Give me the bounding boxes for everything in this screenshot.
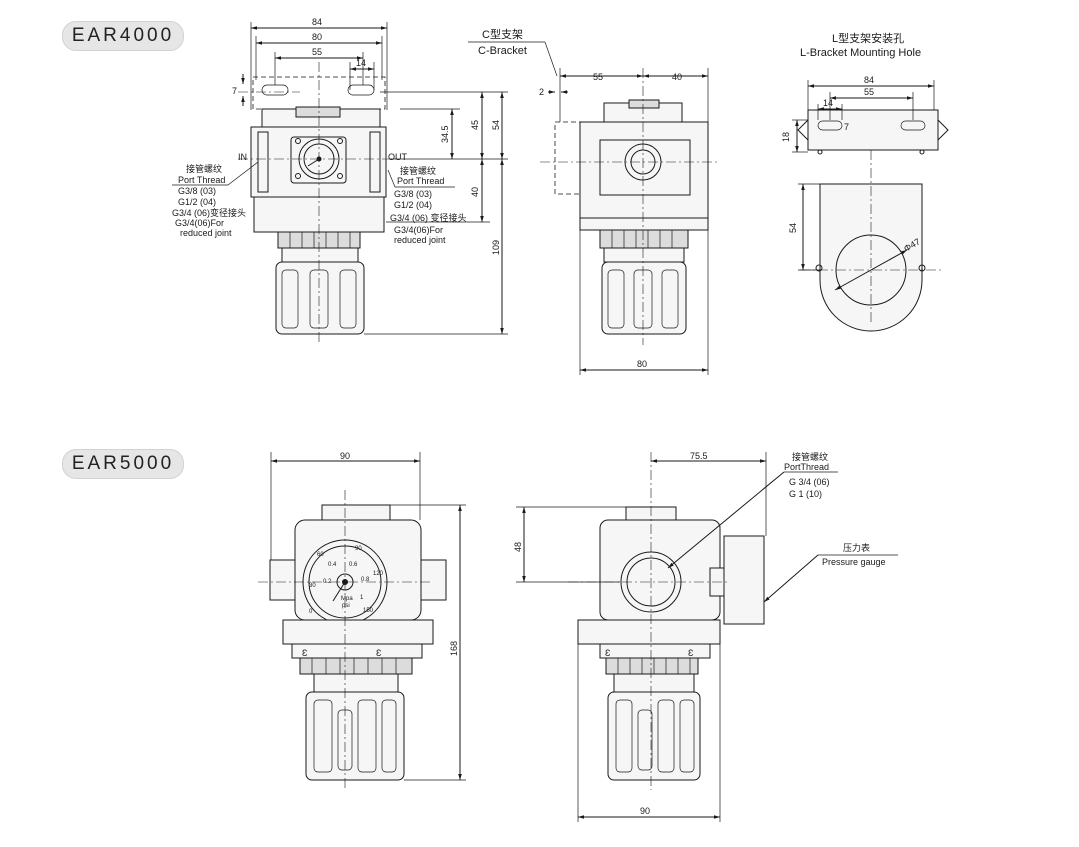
ear5000-side-view: Ɛ Ɛ <box>516 452 898 822</box>
dim-55: 55 <box>312 47 322 57</box>
dim-54: 54 <box>491 120 501 130</box>
dim-7: 7 <box>232 86 237 96</box>
label-port-thread-cn-left: 接管螺纹 <box>186 163 222 174</box>
c-bracket-title-en: C-Bracket <box>478 45 527 57</box>
dim-80: 80 <box>312 32 322 42</box>
label-port-thread-en-right: Port Thread <box>397 176 444 186</box>
l-bracket-title-en: L-Bracket Mounting Hole <box>800 47 921 59</box>
gauge-0-6: 0.6 <box>349 562 358 568</box>
svg-text:Ɛ: Ɛ <box>376 648 382 658</box>
gauge-1: 1 <box>360 595 364 601</box>
dim-45: 45 <box>470 120 480 130</box>
gauge-0-8: 0.8 <box>361 577 370 583</box>
ear5000-g34: G 3/4 (06) <box>789 477 830 487</box>
c-bracket-dim-80: 80 <box>637 359 647 369</box>
ear5000-gauge-en: Pressure gauge <box>822 557 886 567</box>
gauge-unit-mpa: Mpa <box>341 596 353 602</box>
label-in: IN <box>238 152 247 162</box>
ear5000-dim-75-5: 75.5 <box>690 451 708 461</box>
ear4000-front-view <box>172 22 508 345</box>
gauge-unit-psi: psi <box>342 603 350 609</box>
gauge-120: 120 <box>373 571 384 577</box>
dim-34-5: 34.5 <box>440 125 450 143</box>
label-reduced-left: reduced joint <box>180 228 232 238</box>
gauge-30: 30 <box>309 583 316 589</box>
l-bracket-dim-7: 7 <box>844 122 849 132</box>
gauge-90: 90 <box>355 546 362 552</box>
gauge-0-2: 0.2 <box>323 579 332 585</box>
ear5000-dim-168: 168 <box>449 641 459 656</box>
dim-14: 14 <box>356 58 366 68</box>
ear5000-port-thread-en: PortThread <box>784 462 829 472</box>
label-g34-right: G3/4 (06) 变径接头 <box>390 212 467 223</box>
l-bracket-dim-55: 55 <box>864 87 874 97</box>
ear5000-dim-90-bottom: 90 <box>640 806 650 816</box>
l-bracket-dim-14: 14 <box>823 98 833 108</box>
gauge-0-4: 0.4 <box>328 562 337 568</box>
label-g34-for-right: G3/4(06)For <box>394 225 443 235</box>
svg-text:Ɛ: Ɛ <box>688 648 694 658</box>
label-g12-left: G1/2 (04) <box>178 197 216 207</box>
ear5000-gauge-cn: 压力表 <box>843 542 870 553</box>
l-bracket-dim-54: 54 <box>788 223 798 233</box>
dim-40: 40 <box>470 187 480 197</box>
dim-109: 109 <box>491 240 501 255</box>
label-port-thread-en-left: Port Thread <box>178 175 225 185</box>
ear5000-dim-48: 48 <box>513 542 523 552</box>
l-bracket-dim-84: 84 <box>864 75 874 85</box>
ear5000-g1: G 1 (10) <box>789 489 822 499</box>
label-port-thread-cn-right: 接管螺纹 <box>400 165 436 176</box>
c-bracket-title-cn: C型支架 <box>482 27 523 41</box>
label-reduced-right: reduced joint <box>394 235 446 245</box>
label-g12-right: G1/2 (04) <box>394 200 432 210</box>
pressure-gauge-scale: 60 90 0.4 0.6 120 30 0.2 0.8 0 1 150 Mpa… <box>309 546 384 615</box>
svg-text:Ɛ: Ɛ <box>302 648 308 658</box>
dim-84: 84 <box>312 17 322 27</box>
label-g34-left: G3/4 (06)变径接头 <box>172 207 246 218</box>
model-badge-ear4000: EAR4000 <box>62 21 184 51</box>
model-badge-ear5000: EAR5000 <box>62 449 184 479</box>
gauge-0: 0 <box>309 609 313 615</box>
label-out: OUT <box>388 152 408 162</box>
l-bracket-view <box>792 80 949 332</box>
c-bracket-dim-40: 40 <box>672 72 682 82</box>
ear5000-dim-90-top: 90 <box>340 451 350 461</box>
c-bracket-view <box>468 41 720 375</box>
ear5000-front-view: Ɛ Ɛ <box>258 452 466 790</box>
ear5000-port-thread-cn: 接管螺纹 <box>792 451 828 462</box>
svg-text:Ɛ: Ɛ <box>605 648 611 658</box>
l-bracket-dim-18: 18 <box>781 132 791 142</box>
label-g38-right: G3/8 (03) <box>394 189 432 199</box>
gauge-60: 60 <box>317 552 324 558</box>
c-bracket-dim-2: 2 <box>539 87 544 97</box>
label-g34-for-left: G3/4(06)For <box>175 218 224 228</box>
gauge-150: 150 <box>363 608 374 614</box>
l-bracket-title-cn: L型支架安装孔 <box>832 31 904 45</box>
c-bracket-dim-55: 55 <box>593 72 603 82</box>
label-g38-left: G3/8 (03) <box>178 186 216 196</box>
